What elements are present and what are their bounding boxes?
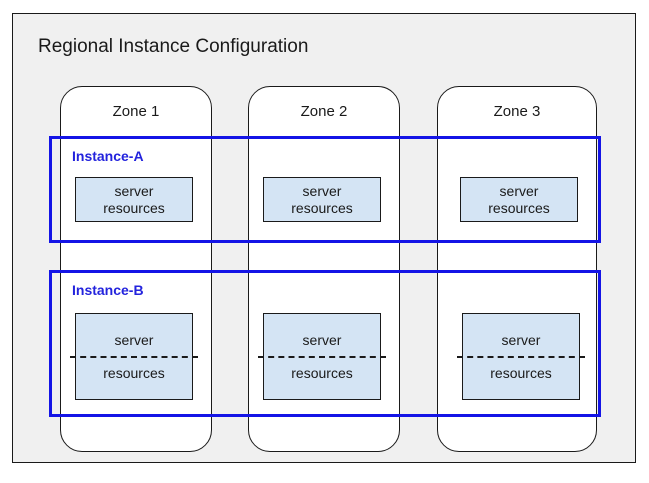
resource-line-bottom: resources <box>291 199 353 216</box>
zone-label-3: Zone 3 <box>493 103 541 120</box>
resource-line-bottom: resources <box>103 364 165 381</box>
resource-line-top: server <box>114 182 154 199</box>
resource-line-top: server <box>501 331 541 348</box>
resource-line-bottom: resources <box>490 364 552 381</box>
zone-label-1: Zone 1 <box>112 103 160 120</box>
server-resources-box-a2[interactable]: server resources <box>263 177 381 222</box>
server-resources-box-a1[interactable]: server resources <box>75 177 193 222</box>
server-resources-box-b2[interactable]: server resources <box>258 313 386 400</box>
dashed-divider <box>457 355 585 358</box>
resource-line-top: server <box>499 182 539 199</box>
region-frame: Regional Instance Configuration Zone 1 Z… <box>12 13 636 463</box>
server-resources-box-b1[interactable]: server resources <box>70 313 198 400</box>
dashed-divider <box>258 355 386 358</box>
resource-line-top: server <box>302 182 342 199</box>
server-resources-box-a3[interactable]: server resources <box>460 177 578 222</box>
resource-line-top: server <box>114 331 154 348</box>
resource-line-bottom: resources <box>291 364 353 381</box>
resource-line-top: server <box>302 331 342 348</box>
zone-label-2: Zone 2 <box>300 103 348 120</box>
dashed-divider <box>70 355 198 358</box>
server-resources-box-b3[interactable]: server resources <box>457 313 585 400</box>
page-title: Regional Instance Configuration <box>38 36 309 57</box>
resource-line-bottom: resources <box>103 199 165 216</box>
resource-line-bottom: resources <box>488 199 550 216</box>
